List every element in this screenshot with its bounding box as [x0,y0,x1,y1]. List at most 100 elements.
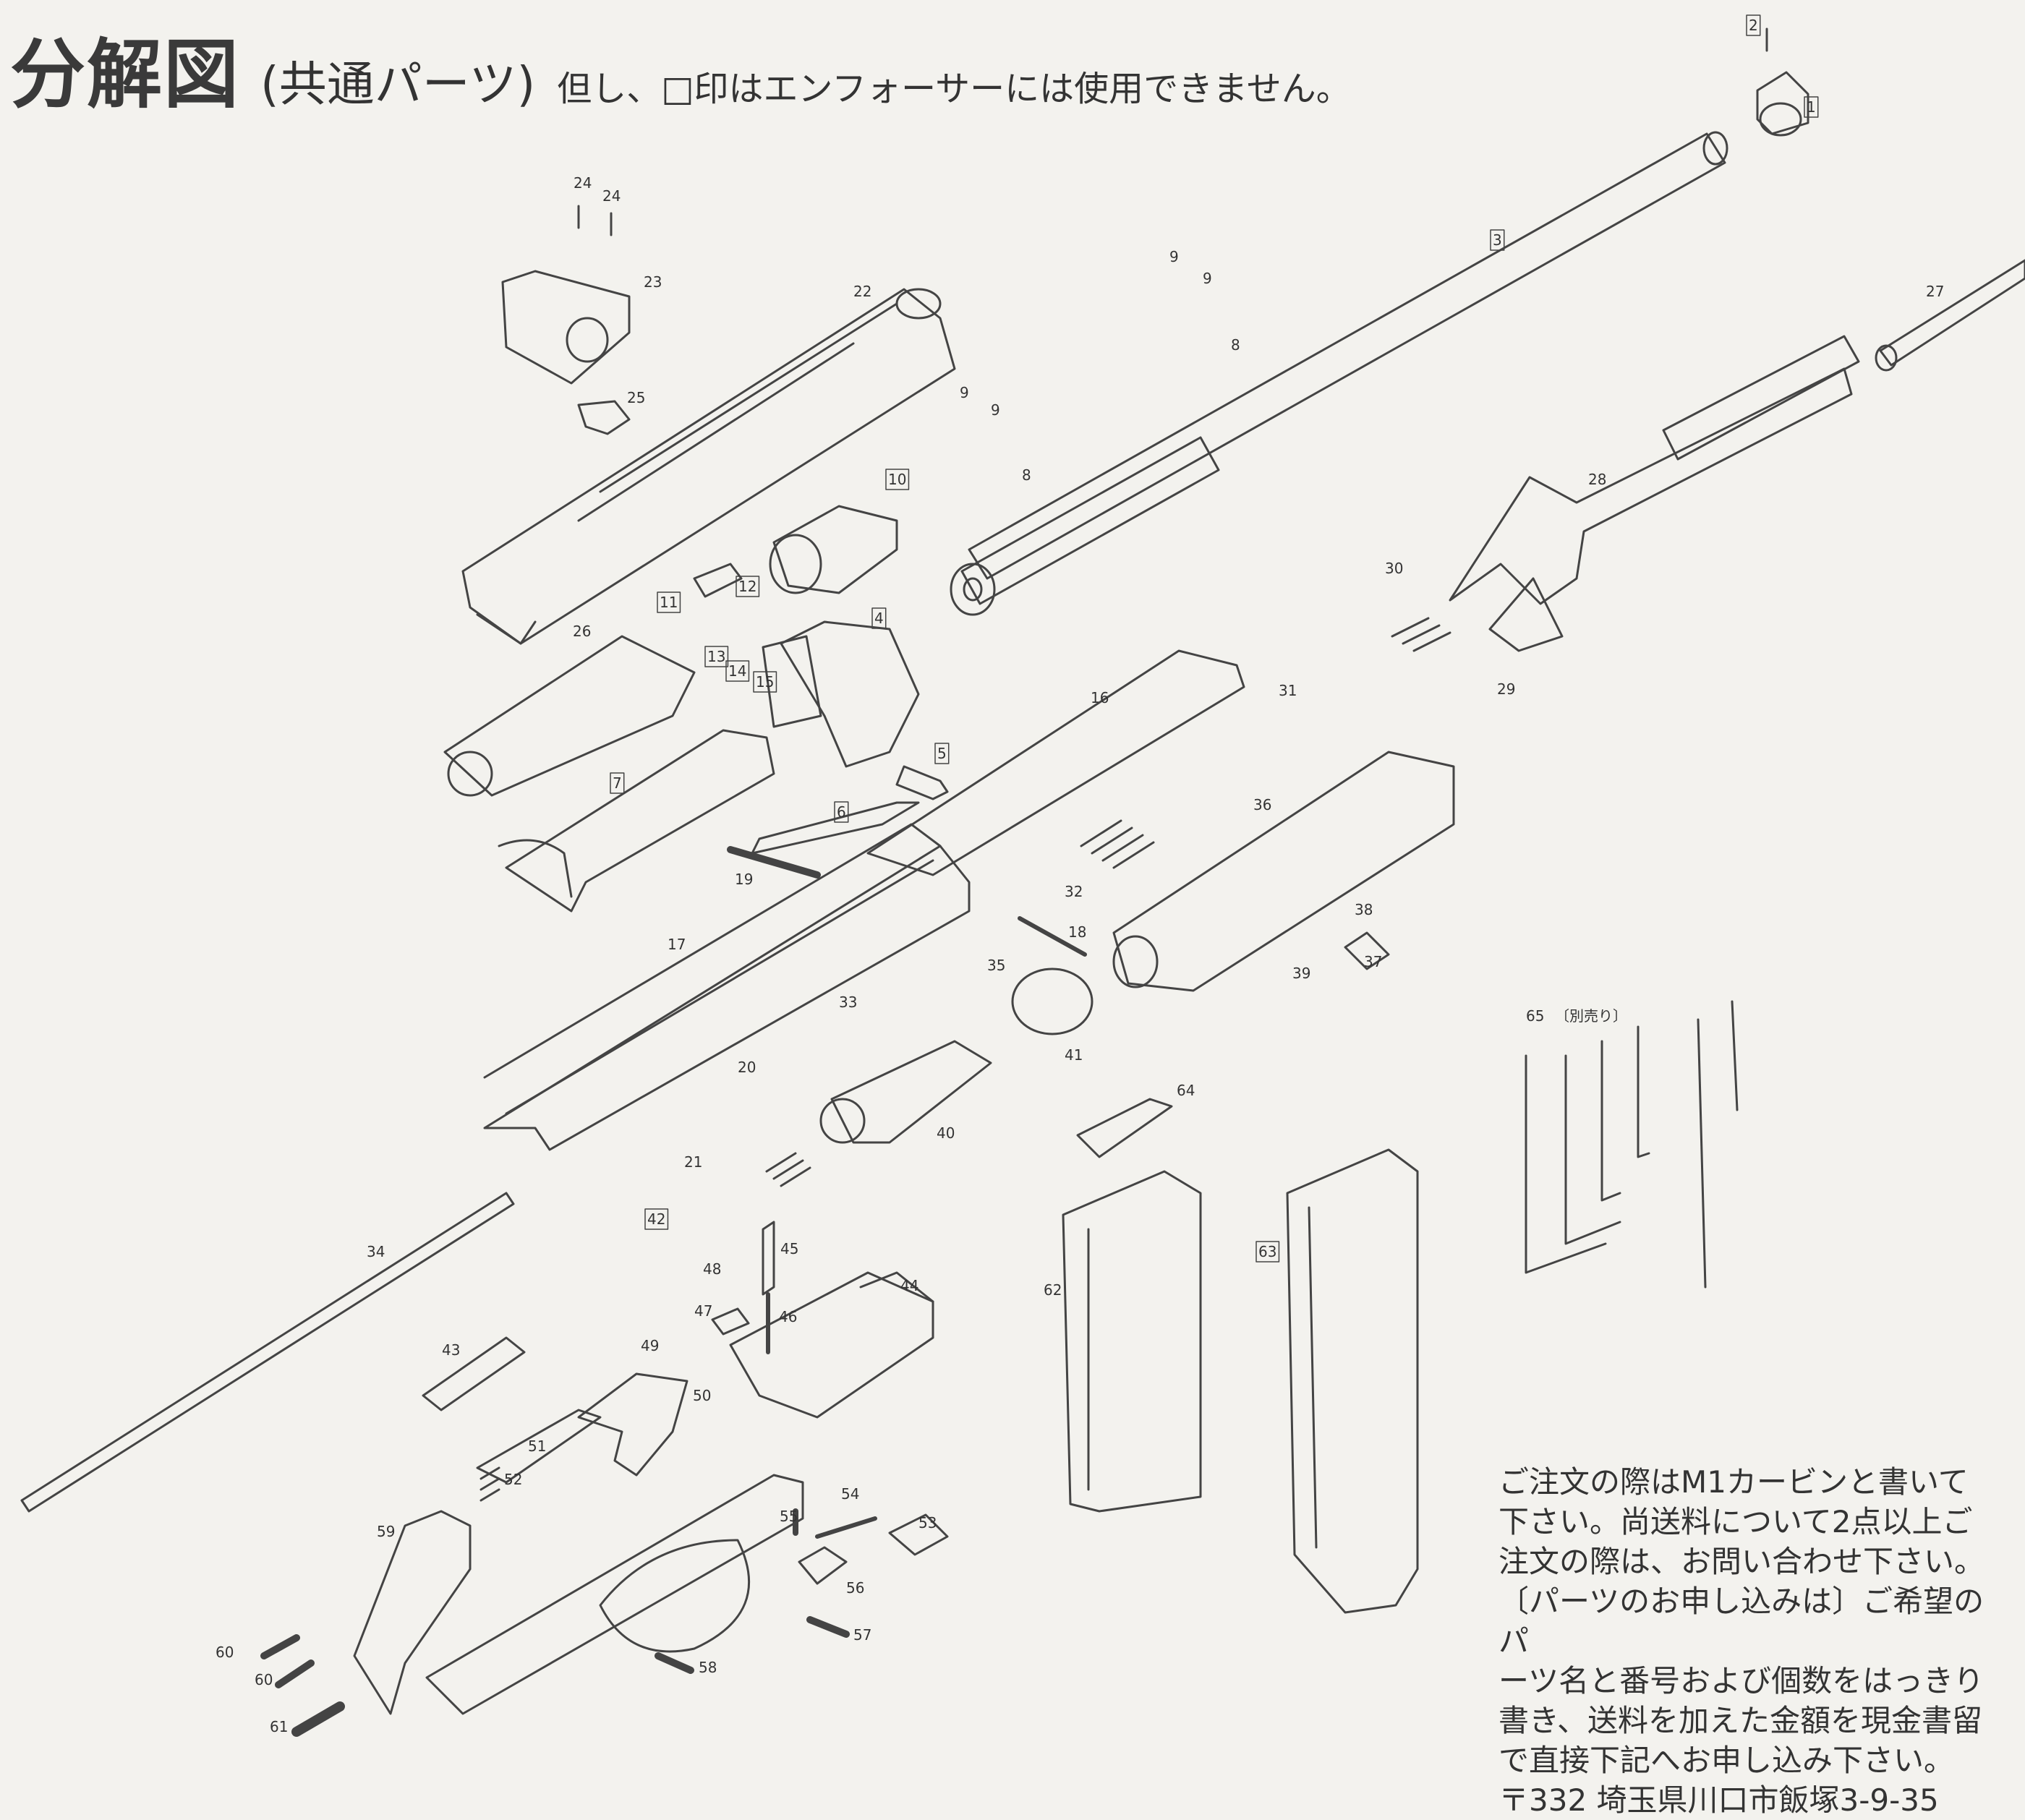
part-57 [806,1616,850,1638]
page-title: 分解図 [10,30,241,119]
label-part-4: 4 [874,610,884,627]
part-stock-upper [483,649,1245,1151]
label-part-12: 12 [738,578,756,595]
label-box [753,671,777,693]
order-line: 書き、送料を加えた金額を現金書留 [1498,1703,1983,1738]
part-51 [476,1409,602,1484]
label-box [736,576,760,597]
part-spring-42 [765,1152,811,1187]
label-part-32: 32 [1065,883,1083,900]
label-box [871,607,887,629]
label-part-37: 37 [1364,953,1382,970]
part-43 [422,1336,526,1411]
label-box [610,772,625,794]
label-part-30: 30 [1385,560,1403,577]
label-part-51: 51 [528,1437,546,1455]
part-rear-sight [501,205,631,385]
label-part-17: 17 [668,936,686,953]
part-magazine-long [1286,1148,1419,1614]
part-45 [762,1221,775,1296]
label-part-62: 62 [1044,1281,1062,1299]
part-long-rod [20,1192,515,1513]
label-part-33: 33 [839,994,857,1011]
label-box [934,743,950,764]
label-part-26: 26 [573,623,591,640]
exploded-parts-diagram: 1 2 3 4 5 6 7 8 8 9 9 9 9 10 11 12 13 14… [20,14,2025,1737]
page-subtitle: (共通パーツ) [260,56,536,112]
label-box [1490,229,1505,251]
order-line: 注文の際は、お問い合わせ下さい。 [1498,1544,1985,1579]
part-ring-41 [1011,967,1094,1035]
label-part-29: 29 [1497,680,1515,698]
part-screw-60b [275,1659,315,1688]
label-part-22: 22 [853,283,871,300]
part-magazine-short [1062,1170,1202,1513]
label-part-40: 40 [937,1124,955,1142]
part-spring-52 [479,1466,500,1502]
part-receiver-cover [461,288,956,645]
label-part-6: 6 [837,803,846,821]
label-part-63: 63 [1258,1243,1276,1260]
label-part-61: 61 [270,1718,288,1735]
label-part-9c: 9 [1169,248,1179,265]
part-bolt-head [769,505,898,594]
label-part-45: 45 [780,1240,798,1257]
part-54 [815,1516,877,1539]
part-cartridge [1076,1098,1173,1158]
part-piston [819,1040,992,1144]
label-part-23: 23 [644,273,662,291]
separately-sold-label: 〔別売り〕 [1555,1007,1627,1025]
part-47 [711,1307,750,1336]
label-part-16: 16 [1091,689,1109,706]
order-line: ご注文の際はM1カービンと書いて [1498,1464,1969,1500]
label-box [834,801,849,823]
label-part-15: 15 [756,673,774,691]
header: 分解図(共通パーツ)但し、□印はエンフォーサーには使用できません。 [10,13,1351,122]
part-band-screw [895,765,949,800]
part-screw-60a [260,1634,300,1659]
label-part-38: 38 [1355,901,1373,918]
label-part-27: 27 [1926,283,1944,300]
label-part-56: 56 [846,1579,864,1597]
label-part-14: 14 [728,662,746,680]
label-part-5: 5 [937,745,947,762]
label-part-60a: 60 [216,1644,234,1661]
order-line: で直接下記へお申し込み下さい。 [1498,1743,1955,1778]
label-part-46: 46 [779,1308,797,1325]
label-part-34: 34 [367,1243,385,1260]
label-box [885,469,910,490]
label-part-48: 48 [703,1260,721,1278]
label-box [644,1208,669,1230]
label-part-58: 58 [699,1659,717,1676]
label-box [1746,14,1761,36]
label-part-36: 36 [1253,796,1271,813]
part-barrel-band [762,620,920,768]
label-part-24b: 24 [602,187,621,205]
part-56 [798,1546,848,1585]
label-part-31: 31 [1279,682,1297,699]
part-operating-slide [498,729,775,913]
part-37 [1344,931,1390,970]
label-box [1804,96,1819,118]
label-part-13: 13 [707,648,725,665]
label-part-28: 28 [1588,471,1606,488]
label-part-53: 53 [918,1514,937,1531]
order-line: 下さい。尚送料について2点以上ご [1498,1504,1973,1539]
part-sight-base [577,400,631,435]
part-58 [655,1652,694,1674]
label-part-44: 44 [900,1277,918,1294]
order-line: 〔パーツのお申し込みは〕ご希望のパ [1498,1584,1984,1659]
part-53 [888,1513,949,1556]
label-part-20: 20 [738,1059,756,1076]
label-part-42: 42 [647,1210,665,1228]
label-box [725,660,750,682]
label-part-39: 39 [1292,965,1310,982]
label-part-7: 7 [613,774,622,792]
order-line: ーツ名と番号および個数をはっきり [1498,1663,1984,1699]
label-box [657,591,681,613]
part-front-sight [1756,27,1809,137]
label-part-24a: 24 [574,174,592,192]
label-part-47: 47 [694,1302,712,1320]
label-part-9d: 9 [1203,270,1212,287]
label-part-10: 10 [888,471,906,488]
